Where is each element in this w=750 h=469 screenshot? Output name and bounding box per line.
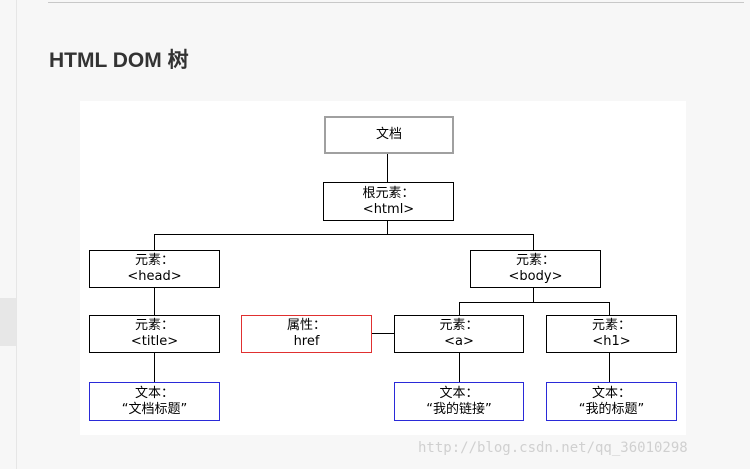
connector-h1-text xyxy=(609,352,610,382)
node-text-title-type: 文本： xyxy=(134,385,174,401)
node-body: 元素： <body> xyxy=(470,250,601,288)
connector-body-branch-horizontal xyxy=(459,302,610,303)
node-text-h1: 文本： “我的标题” xyxy=(546,382,677,421)
node-a-type: 元素： xyxy=(439,318,479,333)
node-html-type: 根元素： xyxy=(362,185,415,201)
connector-to-head xyxy=(154,234,155,250)
node-h1: 元素： <h1> xyxy=(546,315,677,353)
connector-to-a xyxy=(459,302,460,315)
connector-attr-a xyxy=(371,333,394,334)
connector-head-title xyxy=(154,287,155,315)
node-head-tag: <head> xyxy=(127,269,182,284)
right-edge-strip xyxy=(744,0,750,469)
node-attribute-href: 属性： href xyxy=(241,315,372,353)
node-head: 元素： <head> xyxy=(89,250,220,288)
node-html-tag: <html> xyxy=(362,201,415,217)
dom-tree-diagram: 文档 根元素： <html> 元素： <head> 元素： <body> 元素：… xyxy=(80,101,686,435)
node-title-type: 元素： xyxy=(134,318,174,333)
node-html-root: 根元素： <html> xyxy=(323,182,454,221)
connector-a-text xyxy=(459,352,460,382)
node-a-tag: <a> xyxy=(444,334,474,349)
node-a: 元素： <a> xyxy=(394,315,524,353)
left-sidebar-strip xyxy=(0,0,17,469)
node-text-title-value: “文档标题” xyxy=(121,401,188,417)
node-attr-name: href xyxy=(293,334,320,349)
connector-document-html xyxy=(387,153,388,182)
node-text-link: 文本： “我的链接” xyxy=(394,382,524,421)
connector-to-body xyxy=(533,234,534,250)
node-attr-type: 属性： xyxy=(286,318,326,333)
node-head-type: 元素： xyxy=(134,253,174,268)
sidebar-tab[interactable] xyxy=(0,298,16,346)
connector-title-text xyxy=(154,352,155,382)
node-text-h1-value: “我的标题” xyxy=(578,401,645,417)
node-h1-tag: <h1> xyxy=(592,334,631,349)
node-h1-type: 元素： xyxy=(591,318,631,333)
sidebar-divider xyxy=(16,0,17,469)
connector-body-branch-down xyxy=(533,287,534,302)
node-document-label: 文档 xyxy=(375,127,402,142)
top-divider xyxy=(48,2,750,3)
node-body-tag: <body> xyxy=(508,269,563,284)
node-document: 文档 xyxy=(324,116,454,154)
node-title: 元素： <title> xyxy=(89,315,220,353)
connector-to-h1 xyxy=(609,302,610,315)
watermark-url: http://blog.csdn.net/qq_36010298 xyxy=(418,440,688,456)
node-text-title: 文本： “文档标题” xyxy=(89,382,220,421)
node-text-link-type: 文本： xyxy=(439,385,479,401)
connector-html-branch-down xyxy=(387,220,388,235)
node-body-type: 元素： xyxy=(515,253,555,268)
node-text-link-value: “我的链接” xyxy=(426,401,492,417)
connector-html-branch-horizontal xyxy=(154,234,534,235)
node-title-tag: <title> xyxy=(130,334,179,349)
page-heading: HTML DOM 树 xyxy=(49,49,189,72)
node-text-h1-type: 文本： xyxy=(591,385,631,401)
